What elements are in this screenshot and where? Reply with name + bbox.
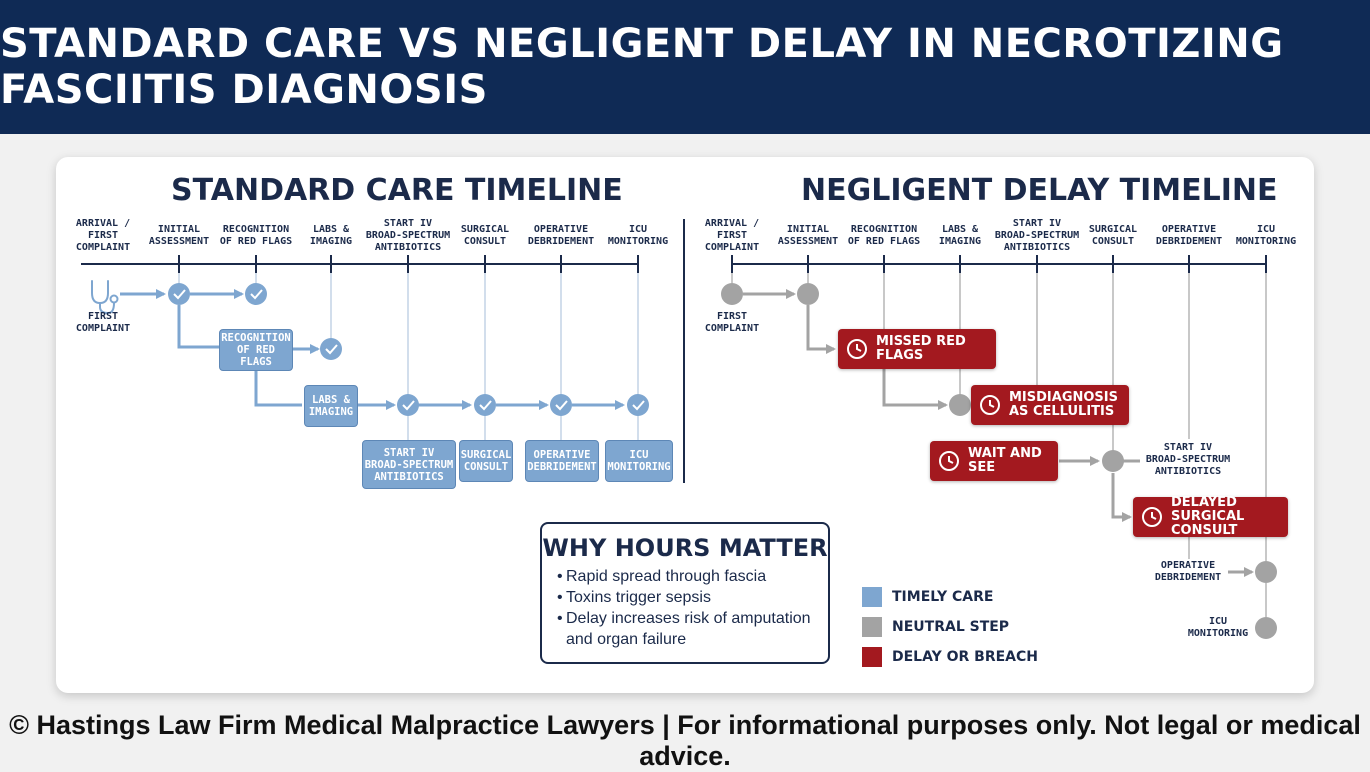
- check-node-assessment: [168, 283, 190, 305]
- standard-step-label: ARRIVAL / FIRST COMPLAINT: [75, 218, 131, 253]
- why-list: Rapid spread through fascia Toxins trigg…: [542, 566, 828, 650]
- legend-item-breach: DELAY OR BREACH: [862, 642, 1038, 672]
- standard-timeline-title: STANDARD CARE TIMELINE: [171, 173, 623, 208]
- breach-box-missed-red-flags: MISSED RED FLAGS: [838, 329, 996, 369]
- standard-step-label: SURGICAL CONSULT: [460, 224, 510, 247]
- legend-swatch-blue: [862, 587, 882, 607]
- legend-swatch-red: [862, 647, 882, 667]
- check-node-surgical: [474, 394, 496, 416]
- clock-icon: [980, 395, 1000, 415]
- negligent-side-label: ICU MONITORING: [1187, 616, 1249, 639]
- diagram-card: STANDARD CARE TIMELINE NEGLIGENT DELAY T…: [56, 157, 1314, 693]
- standard-guides: [178, 273, 639, 440]
- legend-item-neutral: NEUTRAL STEP: [862, 612, 1038, 642]
- breach-label: MISSED RED FLAGS: [876, 334, 966, 363]
- negligent-step-label: ARRIVAL / FIRST COMPLAINT: [704, 218, 760, 253]
- timely-box-icu: ICU MONITORING: [605, 440, 673, 482]
- timely-box-labs: LABS & IMAGING: [304, 385, 358, 427]
- negligent-side-label: START IV BROAD-SPECTRUM ANTIBIOTICS: [1145, 442, 1231, 477]
- why-hours-matter-box: WHY HOURS MATTER Rapid spread through fa…: [540, 522, 830, 664]
- clock-icon: [1142, 507, 1162, 527]
- standard-step-label: INITIAL ASSESSMENT: [148, 224, 210, 247]
- breach-label: WAIT AND SEE: [968, 446, 1042, 475]
- check-node-debridement: [550, 394, 572, 416]
- check-node-red-flags: [245, 283, 267, 305]
- negligent-step-label: LABS & IMAGING: [938, 224, 982, 247]
- legend-label: TIMELY CARE: [892, 589, 994, 605]
- check-node-antibiotics: [397, 394, 419, 416]
- timely-box-surgical: SURGICAL CONSULT: [459, 440, 513, 482]
- negligent-timeline-title: NEGLIGENT DELAY TIMELINE: [801, 173, 1278, 208]
- negligent-step-label: SURGICAL CONSULT: [1088, 224, 1138, 247]
- legend-swatch-gray: [862, 617, 882, 637]
- legend-item-timely: TIMELY CARE: [862, 582, 1038, 612]
- standard-arrows: [120, 289, 625, 410]
- standard-step-label: START IV BROAD-SPECTRUM ANTIBIOTICS: [365, 218, 451, 253]
- neutral-node-icu: [1255, 617, 1277, 639]
- why-item: Rapid spread through fascia: [557, 566, 828, 587]
- breach-label: MISDIAGNOSIS AS CELLULITIS: [1009, 390, 1118, 419]
- standard-step-label: ICU MONITORING: [607, 224, 669, 247]
- negligent-step-label: ICU MONITORING: [1235, 224, 1297, 247]
- why-item: Delay increases risk of amputation and o…: [557, 608, 828, 650]
- flow-lines: [81, 219, 1277, 639]
- clock-icon: [847, 339, 867, 359]
- header-banner: STANDARD CARE VS NEGLIGENT DELAY IN NECR…: [0, 0, 1370, 134]
- page-title: STANDARD CARE VS NEGLIGENT DELAY IN NECR…: [0, 21, 1284, 113]
- standard-step-label: RECOGNITION OF RED FLAGS: [219, 224, 293, 247]
- negligent-step-label: START IV BROAD-SPECTRUM ANTIBIOTICS: [994, 218, 1080, 253]
- negligent-step-label: INITIAL ASSESSMENT: [777, 224, 839, 247]
- negligent-first-complaint: FIRST COMPLAINT: [704, 311, 760, 334]
- neutral-node-debridement: [1255, 561, 1277, 583]
- neutral-node-assessment: [797, 283, 819, 305]
- timely-box-debridement: OPERATIVE DEBRIDEMENT: [525, 440, 599, 482]
- breach-box-misdiagnosis: MISDIAGNOSIS AS CELLULITIS: [971, 385, 1129, 425]
- negligent-arrows: [743, 289, 1254, 577]
- legend: TIMELY CARE NEUTRAL STEP DELAY OR BREACH: [862, 582, 1038, 672]
- breach-box-wait-and-see: WAIT AND SEE: [930, 441, 1058, 481]
- negligent-step-label: OPERATIVE DEBRIDEMENT: [1155, 224, 1223, 247]
- stethoscope-icon: [91, 280, 119, 315]
- negligent-step-label: RECOGNITION OF RED FLAGS: [847, 224, 921, 247]
- breach-box-delayed-surgical: DELAYED SURGICAL CONSULT: [1133, 495, 1288, 538]
- check-node-icu: [627, 394, 649, 416]
- negligent-axis: [731, 255, 1267, 273]
- timely-box-antibiotics: START IV BROAD-SPECTRUM ANTIBIOTICS: [362, 440, 456, 489]
- timely-box-red-flags: RECOGNITION OF RED FLAGS: [219, 329, 293, 371]
- why-title: WHY HOURS MATTER: [542, 534, 828, 562]
- negligent-side-label: OPERATIVE DEBRIDEMENT: [1154, 560, 1222, 583]
- standard-first-complaint: FIRST COMPLAINT: [75, 311, 131, 334]
- breach-label: DELAYED SURGICAL CONSULT: [1171, 495, 1245, 538]
- legend-label: DELAY OR BREACH: [892, 649, 1039, 665]
- clock-icon: [939, 451, 959, 471]
- neutral-node-arrival: [721, 283, 743, 305]
- why-item: Toxins trigger sepsis: [557, 587, 828, 608]
- footer-disclaimer: © Hastings Law Firm Medical Malpractice …: [9, 710, 1361, 771]
- check-node-labs: [320, 338, 342, 360]
- neutral-node-labs: [949, 394, 971, 416]
- standard-step-label: OPERATIVE DEBRIDEMENT: [527, 224, 595, 247]
- standard-axis: [81, 255, 639, 273]
- standard-step-label: LABS & IMAGING: [309, 224, 353, 247]
- standard-checkpoints: [168, 283, 649, 416]
- neutral-node-antibiotics: [1102, 450, 1124, 472]
- legend-label: NEUTRAL STEP: [892, 619, 1010, 635]
- negligent-nodes: [721, 283, 1277, 639]
